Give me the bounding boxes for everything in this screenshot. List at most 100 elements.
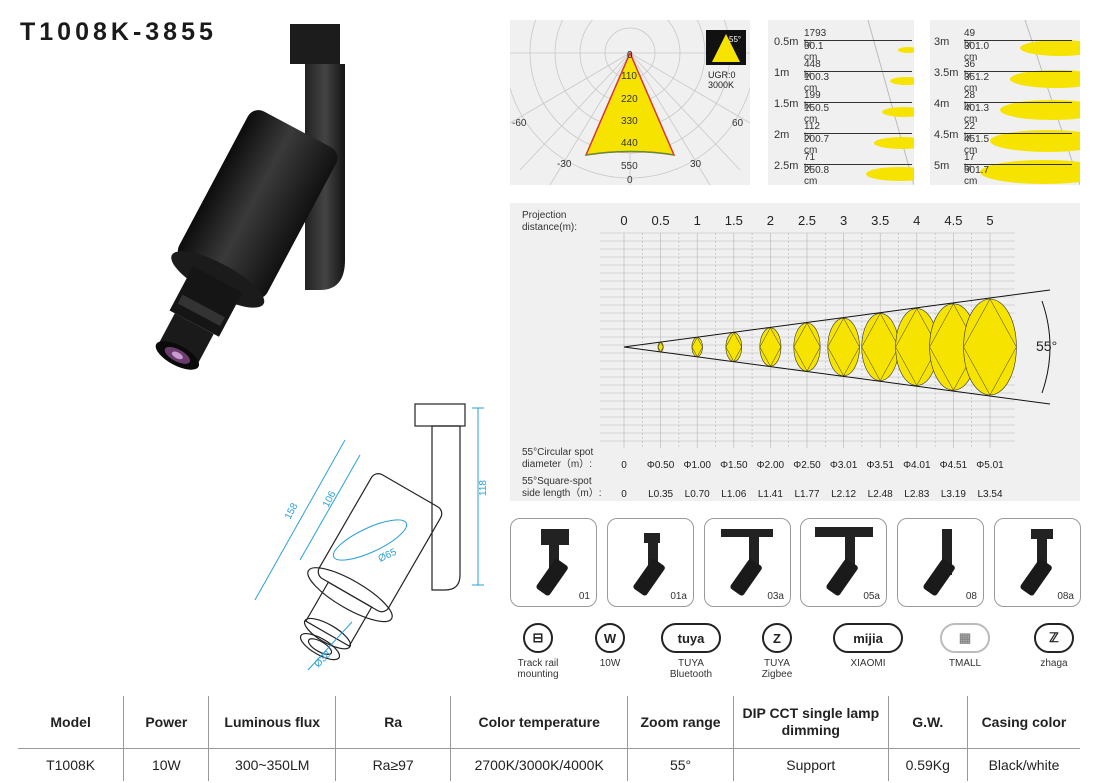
cone-upper-edge xyxy=(623,289,1051,348)
angle-arc xyxy=(1041,300,1051,394)
circular-spot-value: Φ0.50 xyxy=(647,460,675,471)
beam-angle-label: 55° xyxy=(1036,338,1057,354)
variant-01a[interactable]: 01a xyxy=(607,518,694,607)
distance-tick: 2.5 xyxy=(798,213,816,228)
product-title: T1008K-3855 xyxy=(20,18,217,46)
dim-158: 158 xyxy=(283,501,301,521)
square-spot-value: L3.54 xyxy=(977,489,1002,500)
tmall-icon: ▦ xyxy=(940,623,990,653)
variant-08[interactable]: 08 xyxy=(897,518,984,607)
variant-code: 08a xyxy=(1057,591,1074,602)
dim-106: 106 xyxy=(321,489,339,509)
distance-tick: 2 xyxy=(767,213,774,228)
beam-square xyxy=(793,322,821,372)
distance-tick: 5 xyxy=(986,213,993,228)
angle-30: 30 xyxy=(690,159,702,170)
value-model: T1008K xyxy=(18,748,125,781)
circular-spot-label: diameter（m）: xyxy=(522,458,592,470)
value-ra: Ra≥97 xyxy=(335,748,452,781)
square-spot-value: L2.48 xyxy=(868,489,893,500)
variant-08a[interactable]: 08a xyxy=(994,518,1081,607)
circular-spot-value: Φ5.01 xyxy=(976,460,1004,471)
beam-square xyxy=(963,298,1017,396)
dim-38: Ø38 xyxy=(312,649,333,670)
beam-square xyxy=(725,332,743,362)
beam-spot xyxy=(725,332,743,362)
ring-440: 440 xyxy=(621,138,638,149)
circular-spot-value: Φ2.50 xyxy=(793,460,821,471)
beam-spot xyxy=(963,298,1017,396)
dim-65: Ø65 xyxy=(377,547,399,565)
square-spot-value: L1.06 xyxy=(721,489,746,500)
ring-330: 330 xyxy=(621,116,638,127)
beam-spot xyxy=(759,327,782,367)
spec-header-row: Model Power Luminous flux Ra Color tempe… xyxy=(18,696,1080,749)
circular-spot-value: Φ1.50 xyxy=(720,460,748,471)
circular-spot-value: Φ1.00 xyxy=(683,460,711,471)
zhaga-icon: ℤ xyxy=(1034,623,1074,653)
circular-spot-value: Φ4.01 xyxy=(903,460,931,471)
spec-value-row: T1008K 10W 300~350LM Ra≥97 2700K/3000K/4… xyxy=(18,748,1080,781)
ring-110: 110 xyxy=(621,71,637,82)
polar-center: 0 xyxy=(627,50,633,61)
tuya-icon: tuya xyxy=(661,623,721,653)
track-rail-icon: ⊟ xyxy=(523,623,553,653)
projection-label: distance(m): xyxy=(522,222,577,233)
variant-code: 05a xyxy=(863,591,880,602)
feature-tmall: ▦TMALL xyxy=(930,623,1000,669)
circular-spot-value: Φ3.51 xyxy=(866,460,894,471)
ring-220: 220 xyxy=(621,94,638,105)
header-color-temperature: Color temperature xyxy=(450,696,629,749)
beam-spot xyxy=(793,322,821,372)
square-spot-value: L2.83 xyxy=(904,489,929,500)
value-gw: 0.59Kg xyxy=(888,748,968,781)
mijia-icon: mijia xyxy=(833,623,903,653)
beam-square xyxy=(691,336,703,358)
square-spot-label: 55°Square-spot xyxy=(522,476,592,487)
beam-spot xyxy=(827,317,860,377)
angle-minus30: -30 xyxy=(557,159,572,170)
header-gw: G.W. xyxy=(888,696,968,749)
square-spot-value: L2.12 xyxy=(831,489,856,500)
value-power: 10W xyxy=(123,748,210,781)
distance-tick: 3 xyxy=(840,213,847,228)
distance-tick: 1 xyxy=(694,213,701,228)
cct-value: 3000K xyxy=(708,80,734,90)
variant-05a[interactable]: 05a xyxy=(800,518,887,607)
value-casing-color: Black/white xyxy=(988,757,1060,773)
dim-118: 118 xyxy=(478,480,489,496)
header-zoom-range: Zoom range xyxy=(627,696,735,749)
beam-square xyxy=(657,341,664,353)
beam-square xyxy=(827,317,860,377)
square-spot-value: L0.35 xyxy=(648,489,673,500)
circular-spot-value: Φ4.51 xyxy=(940,460,968,471)
value-luminous-flux: 300~350LM xyxy=(208,748,336,781)
distance-tick: 4.5 xyxy=(944,213,962,228)
beam-spot xyxy=(691,337,703,357)
header-casing-color: Casing color xyxy=(967,696,1080,749)
square-spot-label: side length（m）: xyxy=(522,487,601,499)
beam-spot xyxy=(861,313,899,381)
circular-spot-label: 55°Circular spot xyxy=(522,447,593,458)
ring-550: 550 xyxy=(621,161,638,172)
square-spot-value: L1.41 xyxy=(758,489,783,500)
projection-label: Projection xyxy=(522,210,566,221)
square-spot-value: L0.70 xyxy=(685,489,710,500)
polar-diagram: 0 110 220 330 440 550 -60 60 -30 30 0 55… xyxy=(504,0,756,186)
header-luminous-flux: Luminous flux xyxy=(208,696,336,749)
polar-diagram-panel: 0 110 220 330 440 550 -60 60 -30 30 0 55… xyxy=(504,0,756,186)
square-spot-value: 0 xyxy=(621,489,627,500)
variant-03a[interactable]: 03a xyxy=(704,518,791,607)
circular-spot-value: Φ2.00 xyxy=(757,460,785,471)
variant-01[interactable]: 01 xyxy=(510,518,597,607)
value-color-temperature: 2700K/3000K/4000K xyxy=(450,748,629,781)
header-dip-cct: DIP CCT single lamp dimming xyxy=(733,696,889,749)
beam-spot xyxy=(657,341,664,353)
